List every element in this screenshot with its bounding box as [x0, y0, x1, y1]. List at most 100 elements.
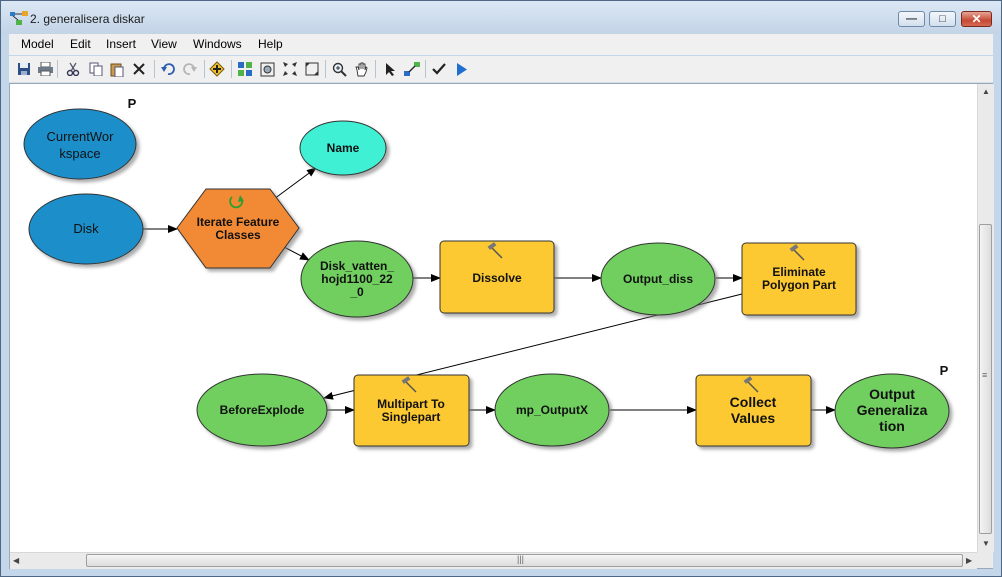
dissolve-tool[interactable]: Dissolve — [439, 240, 555, 314]
name-label: Name — [327, 141, 360, 155]
toolbar — [9, 56, 993, 83]
close-icon: ✕ — [971, 12, 982, 26]
delete-icon[interactable] — [130, 60, 148, 78]
window-title: 2. generalisera diskar — [30, 12, 145, 26]
mp-output-data[interactable]: mp_OutputX — [494, 373, 610, 447]
multipart-label-1: Multipart To — [377, 397, 445, 411]
maximize-icon: □ — [939, 13, 946, 25]
toolbar-separator — [425, 60, 426, 78]
before-explode-data[interactable]: BeforeExplode — [196, 373, 328, 447]
before-explode-label: BeforeExplode — [220, 403, 305, 417]
run-icon[interactable] — [452, 60, 470, 78]
horizontal-scroll-thumb[interactable]: ||| — [86, 554, 963, 567]
validate-icon[interactable] — [430, 60, 448, 78]
eliminate-label-1: Eliminate — [772, 265, 826, 279]
menu-view[interactable]: View — [151, 37, 177, 51]
parameter-marker: P — [940, 363, 949, 378]
multipart-label-2: Singlepart — [382, 410, 441, 424]
scroll-right-arrow-icon[interactable]: ▶ — [966, 556, 973, 565]
connector-iterator-disk-vatten — [283, 246, 310, 261]
dissolve-label: Dissolve — [472, 271, 522, 285]
name-value[interactable]: Name — [299, 120, 387, 176]
scroll-up-arrow-icon[interactable]: ▲ — [982, 87, 990, 96]
cut-icon[interactable] — [64, 60, 82, 78]
collect-values-tool[interactable]: Collect Values — [695, 374, 812, 447]
iterator-loop-icon — [229, 196, 244, 209]
grip-icon: ||| — [517, 554, 525, 564]
eliminate-polygon-part-tool[interactable]: Eliminate Polygon Part — [741, 242, 857, 316]
mp-output-label: mp_OutputX — [516, 403, 588, 417]
hammer-icon — [743, 376, 759, 393]
undo-icon[interactable] — [159, 60, 177, 78]
output-gen-label-2: Generaliza — [857, 402, 928, 418]
iterator-label-2: Classes — [215, 228, 261, 242]
model-diagram: CurrentWor kspace P Disk Iterate Feature… — [23, 96, 950, 449]
copy-icon[interactable] — [87, 60, 105, 78]
auto-layout-icon[interactable] — [236, 60, 254, 78]
select-icon[interactable] — [381, 60, 399, 78]
output-diss-label: Output_diss — [623, 272, 693, 286]
menu-bar: Model Edit Insert View Windows Help — [9, 34, 993, 55]
parameter-marker: P — [128, 96, 137, 111]
connect-icon[interactable] — [403, 60, 421, 78]
toolbar-separator — [154, 60, 155, 78]
paste-icon[interactable] — [108, 60, 126, 78]
hammer-icon — [487, 242, 503, 259]
toolbar-separator — [231, 60, 232, 78]
print-icon[interactable] — [36, 60, 54, 78]
eliminate-label-2: Polygon Part — [762, 278, 836, 292]
full-extent-icon[interactable] — [258, 60, 276, 78]
disk-vatten-label-3: _0 — [349, 285, 364, 299]
save-icon[interactable] — [15, 60, 33, 78]
model-canvas[interactable]: CurrentWor kspace P Disk Iterate Feature… — [9, 83, 993, 569]
menu-help[interactable]: Help — [258, 37, 283, 51]
menu-edit[interactable]: Edit — [70, 37, 91, 51]
add-data-icon[interactable] — [208, 60, 226, 78]
output-generalization-data[interactable]: Output Generaliza tion — [834, 373, 950, 449]
collect-label-1: Collect — [730, 394, 777, 410]
grip-icon: ≡ — [982, 370, 988, 380]
fixed-zoom-out-icon[interactable] — [303, 60, 321, 78]
current-workspace-label-2: kspace — [59, 146, 100, 161]
scroll-left-arrow-icon[interactable]: ◀ — [13, 556, 20, 565]
close-button[interactable]: ✕ — [961, 11, 992, 27]
model-builder-app-icon — [10, 11, 28, 25]
minimize-icon: — — [906, 13, 917, 25]
toolbar-separator — [375, 60, 376, 78]
multipart-to-singlepart-tool[interactable]: Multipart To Singlepart — [353, 374, 470, 447]
minimize-button[interactable]: — — [898, 11, 925, 27]
vertical-scrollbar[interactable]: ▲ ≡ ▼ — [977, 84, 994, 552]
collect-label-2: Values — [731, 410, 776, 426]
vertical-scroll-thumb[interactable]: ≡ — [979, 224, 992, 534]
scrollbar-corner — [977, 552, 993, 568]
title-bar[interactable]: 2. generalisera diskar — □ ✕ — [1, 1, 1001, 34]
output-gen-label-1: Output — [869, 386, 915, 402]
current-workspace-label-1: CurrentWor — [47, 129, 115, 144]
toolbar-separator — [57, 60, 58, 78]
output-gen-label-3: tion — [879, 418, 905, 434]
zoom-in-icon[interactable] — [330, 60, 348, 78]
horizontal-scrollbar[interactable]: ◀ ||| ▶ — [10, 552, 977, 569]
disk-variable[interactable]: Disk — [28, 193, 144, 265]
scroll-down-arrow-icon[interactable]: ▼ — [982, 539, 990, 548]
toolbar-separator — [204, 60, 205, 78]
iterate-feature-classes-iterator[interactable]: Iterate Feature Classes — [176, 188, 300, 269]
menu-model[interactable]: Model — [21, 37, 54, 51]
redo-icon[interactable] — [181, 60, 199, 78]
disk-vatten-label-2: hojd1100_22 — [321, 272, 393, 286]
hammer-icon — [401, 376, 417, 393]
fixed-zoom-in-icon[interactable] — [281, 60, 299, 78]
menu-windows[interactable]: Windows — [193, 37, 242, 51]
pan-icon[interactable] — [352, 60, 370, 78]
hammer-icon — [789, 244, 805, 261]
maximize-button[interactable]: □ — [929, 11, 956, 27]
disk-vatten-data[interactable]: Disk_vatten_ hojd1100_22 _0 — [300, 240, 414, 318]
connector-iterator-name — [273, 167, 317, 200]
iterator-label-1: Iterate Feature — [197, 215, 280, 229]
toolbar-separator — [325, 60, 326, 78]
disk-label: Disk — [73, 221, 99, 236]
output-diss-data[interactable]: Output_diss — [600, 242, 716, 316]
current-workspace-variable[interactable]: CurrentWor kspace — [23, 108, 137, 180]
menu-insert[interactable]: Insert — [106, 37, 137, 51]
